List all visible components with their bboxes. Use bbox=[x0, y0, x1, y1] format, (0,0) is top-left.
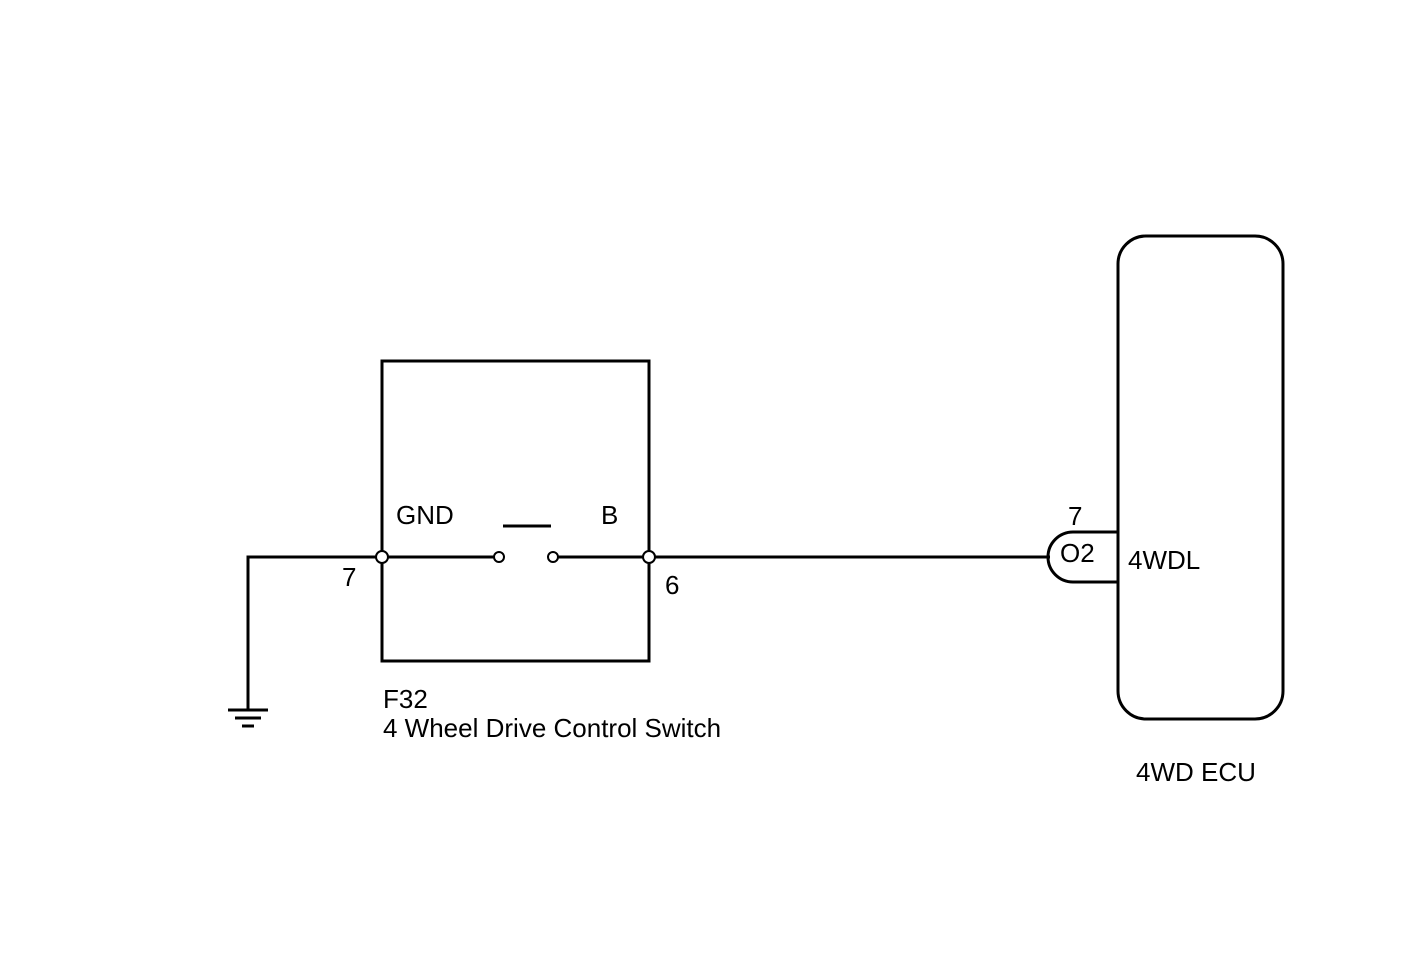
switch-pin-right: 6 bbox=[665, 570, 679, 600]
switch-contact-right bbox=[547, 551, 559, 563]
switch-connector-code: F32 bbox=[383, 684, 428, 714]
switch-gnd-label: GND bbox=[396, 500, 454, 530]
switch-b-label: B bbox=[601, 500, 618, 530]
switch-terminal-b bbox=[642, 550, 656, 564]
switch-pin-left: 7 bbox=[342, 562, 356, 592]
switch-contact-left bbox=[493, 551, 505, 563]
ecu-connector-oval bbox=[1046, 530, 1118, 584]
switch-box bbox=[380, 359, 651, 663]
ground-wire bbox=[246, 555, 382, 710]
ground-icon bbox=[228, 708, 268, 728]
ecu-connector-code: O2 bbox=[1060, 538, 1095, 568]
ecu-pin-number: 7 bbox=[1068, 501, 1082, 531]
ecu-terminal-label: 4WDL bbox=[1128, 545, 1200, 575]
ecu-box bbox=[1116, 234, 1285, 721]
switch-name: 4 Wheel Drive Control Switch bbox=[383, 713, 721, 743]
ecu-name: 4WD ECU bbox=[1136, 757, 1256, 787]
switch-terminal-gnd bbox=[375, 550, 389, 564]
